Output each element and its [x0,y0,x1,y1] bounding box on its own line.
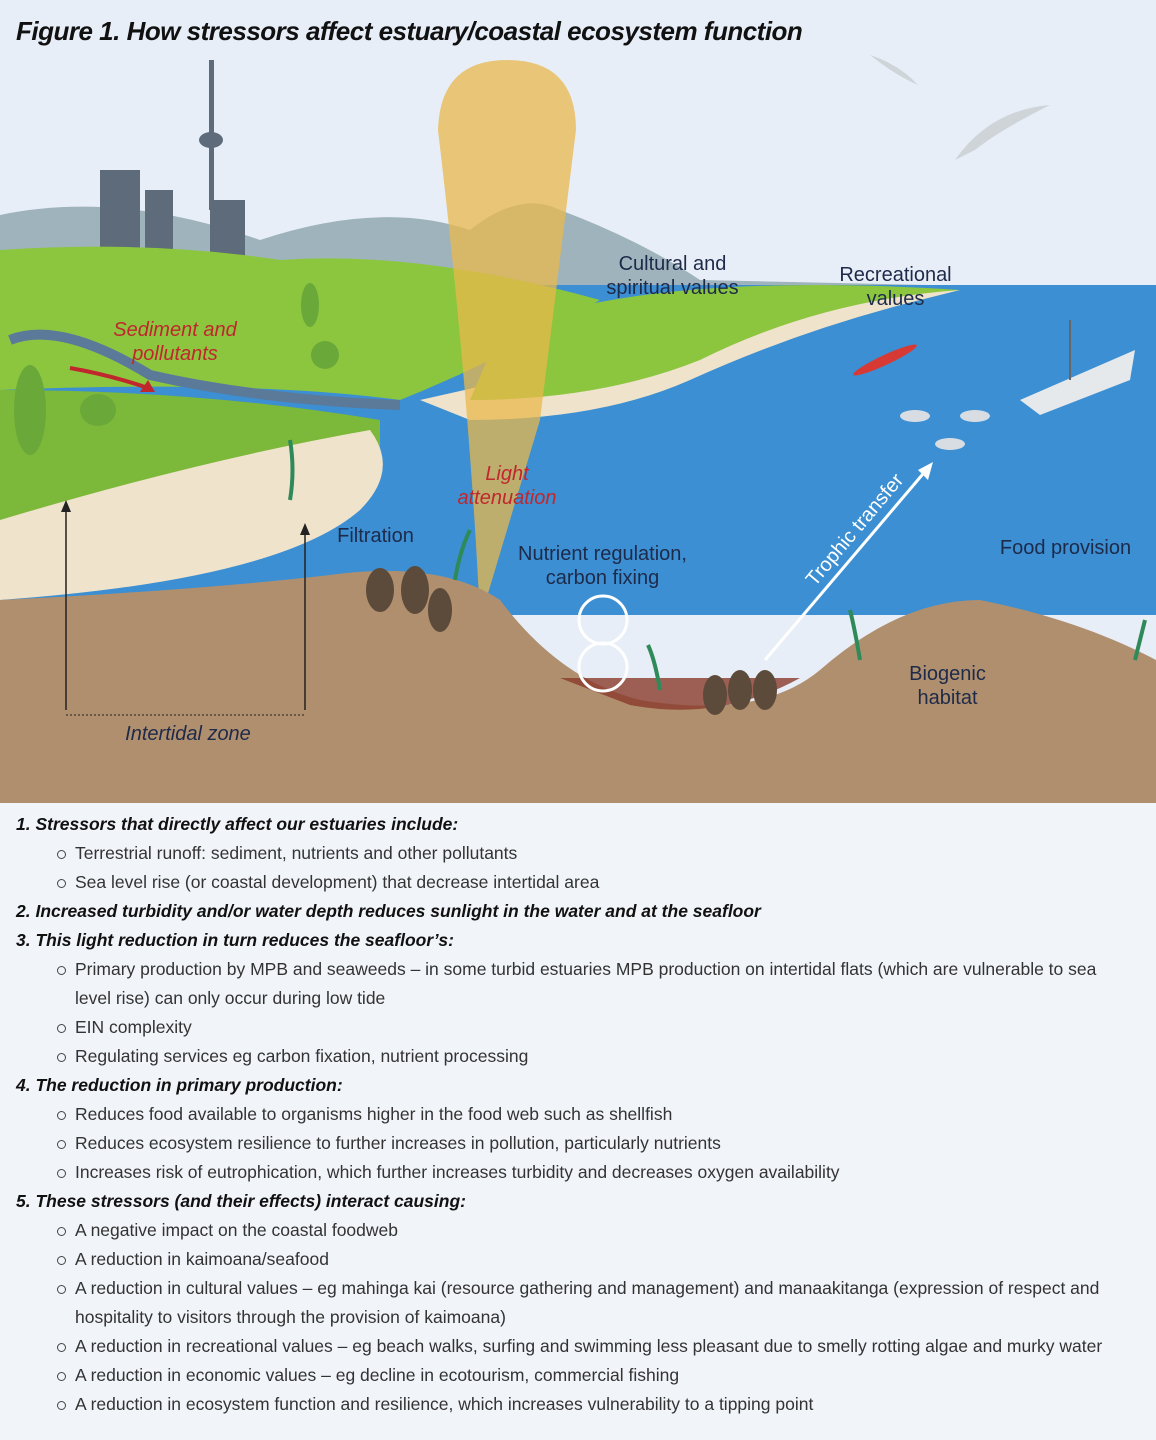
label-biogenic: Biogenic habitat [909,663,986,709]
kayak-icon [853,344,917,376]
notes-bullet: EIN complexity [0,1013,1156,1042]
notes-bullet: A reduction in recreational values – eg … [0,1332,1156,1361]
estuary-illustration [0,55,1156,803]
notes-bullet: Increases risk of eutrophication, which … [0,1158,1156,1187]
notes-bullet: Reduces ecosystem resilience to further … [0,1129,1156,1158]
notes-bullet: Primary production by MPB and seaweeds –… [0,955,1156,984]
notes-bullet: A reduction in ecosystem function and re… [0,1390,1156,1419]
label-filtration: Filtration [337,525,414,547]
sunbeam [438,60,576,620]
trees [14,283,339,455]
label-sediment: Sediment and pollutants [113,319,237,365]
notes-bullet: Terrestrial runoff: sediment, nutrients … [0,839,1156,868]
estuary-ecosystem-figure: Figure 1. How stressors affect estuary/c… [0,16,1156,803]
label-cultural: Cultural and spiritual values [606,253,739,299]
notes-heading: 2. Increased turbidity and/or water dept… [16,901,761,921]
fish-icon [900,410,990,450]
seagrass [288,439,1147,691]
notes-list: 1. Stressors that directly affect our es… [0,810,1156,1419]
notes-bullet: Regulating services eg carbon fixation, … [0,1042,1156,1071]
seagull-icon [870,55,1050,160]
notes-heading: 3. This light reduction in turn reduces … [16,930,454,950]
green-land-left [0,246,600,400]
notes-bullet: A negative impact on the coastal foodweb [0,1216,1156,1245]
nutrient-cycle-icon [577,594,629,693]
intertidal-sand [0,430,383,600]
notes-bullet: Reduces food available to organisms high… [0,1100,1156,1129]
green-land-far [470,285,960,400]
notes-heading: 1. Stressors that directly affect our es… [16,814,459,834]
notes-bullet: A reduction in cultural values – eg mahi… [0,1274,1156,1303]
notes-bullet: A reduction in economic values – eg decl… [0,1361,1156,1390]
label-light: Light attenuation [457,463,557,509]
trophic-arrow [763,467,930,661]
notes-heading: 5. These stressors (and their effects) i… [16,1191,466,1211]
notes-bullet: hospitality to visitors through the prov… [75,1307,506,1327]
figure-title: Figure 1. How stressors affect estuary/c… [16,16,803,46]
river [8,329,401,410]
boat-icon [1020,320,1135,415]
notes-bullet: Sea level rise (or coastal development) … [0,868,1156,897]
notes-heading: 4. The reduction in primary production: [16,1075,343,1095]
label-recreational: Recreational values [839,264,952,310]
seafloor [0,570,1156,803]
shellfish-beds [366,566,777,715]
notes-bullet: level rise) can only occur during low ti… [75,988,386,1008]
label-food: Food provision [999,537,1132,559]
notes-bullet: A reduction in kaimoana/seafood [0,1245,1156,1274]
label-nutrient: Nutrient regulation, carbon fixing [518,543,687,589]
sediment-arrow [69,366,149,390]
label-intertidal: Intertidal zone [125,723,251,745]
